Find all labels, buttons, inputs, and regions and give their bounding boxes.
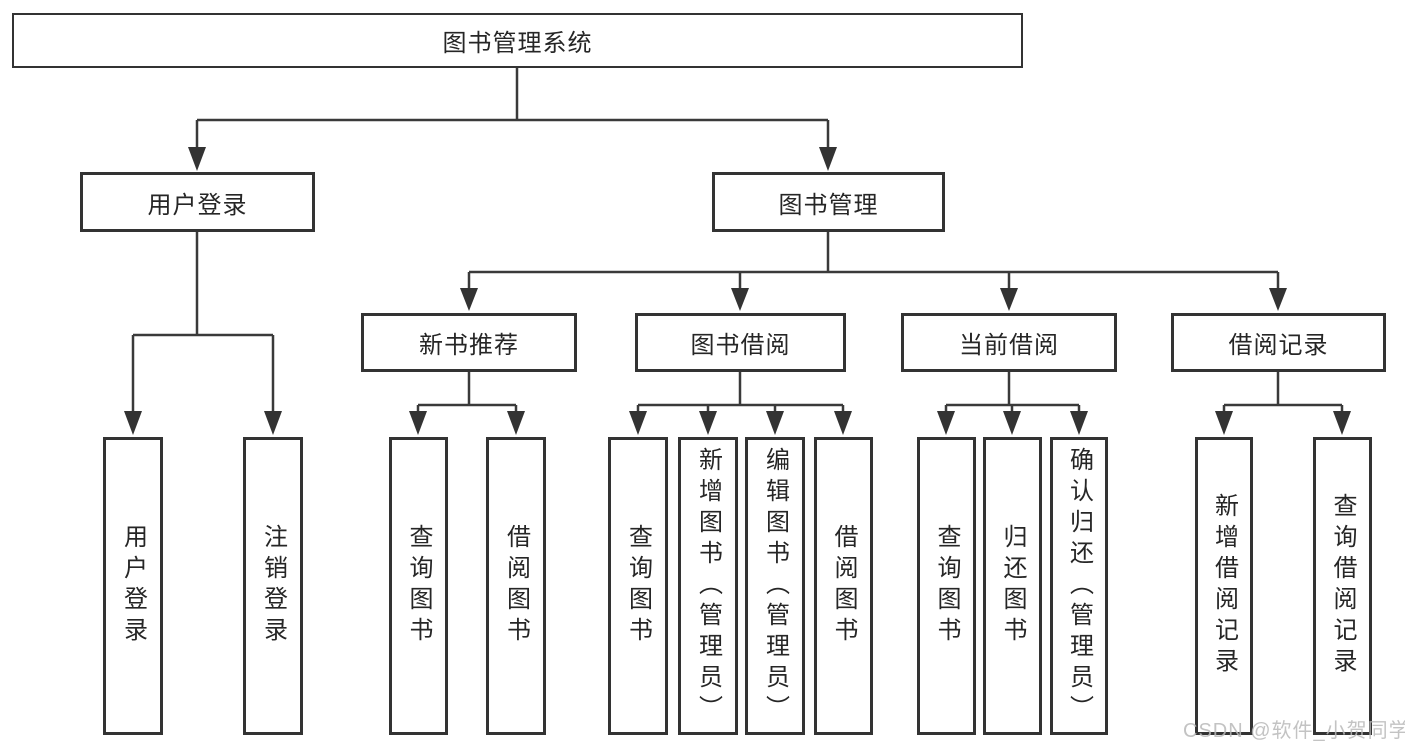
arrowhead: [188, 147, 206, 171]
arrowhead: [1003, 411, 1021, 435]
leaf-borrow-books: 借阅图书: [814, 437, 873, 735]
connector-user-login-children: [124, 232, 282, 435]
arrowhead: [124, 411, 142, 435]
csdn-watermark: CSDN @软件_小贺同学: [1183, 720, 1405, 742]
node-borrowing-records: 借阅记录: [1171, 313, 1386, 372]
node-new-book-recommend: 新书推荐: [361, 313, 577, 372]
arrowhead: [409, 411, 427, 435]
node-user-login: 用户登录: [80, 172, 315, 232]
node-label: 查询图书: [405, 524, 432, 648]
node-label: 用户登录: [119, 524, 147, 648]
leaf-return-books: 归还图书: [983, 437, 1042, 735]
leaf-confirm-return-admin: 确认归还（管理员）: [1050, 437, 1108, 735]
node-label: 借阅图书: [502, 524, 530, 648]
arrowhead: [1215, 411, 1233, 435]
node-label: 新增借阅记录: [1210, 493, 1238, 679]
arrowhead: [1000, 288, 1018, 311]
arrowhead: [1070, 411, 1088, 435]
leaf-add-book-admin: 新增图书（管理员）: [678, 437, 738, 735]
connector-root-to-level2: [188, 68, 837, 171]
node-label: 图书借阅: [690, 332, 791, 359]
arrowhead: [937, 411, 955, 435]
node-label: 归还图书: [999, 524, 1026, 648]
node-label: 确认归还（管理员）: [1065, 446, 1093, 726]
arrowhead: [819, 147, 837, 171]
connector-borrow-records-children: [1215, 372, 1351, 435]
leaf-query-books-borrow: 查询图书: [608, 437, 668, 735]
node-label: 编辑图书（管理员）: [761, 446, 789, 726]
node-label: 新书推荐: [419, 332, 519, 359]
arrowhead: [834, 411, 852, 435]
arrowhead: [699, 411, 717, 435]
leaf-borrow-books-recommend: 借阅图书: [486, 437, 546, 735]
node-current-borrowing: 当前借阅: [901, 313, 1117, 372]
connector-book-management-children: [460, 232, 1287, 311]
node-library-management-system: 图书管理系统: [12, 13, 1023, 68]
arrowhead: [629, 411, 647, 435]
node-label: 借阅图书: [830, 524, 857, 648]
node-label: 查询图书: [933, 524, 960, 648]
node-label: 查询图书: [624, 524, 652, 648]
arrowhead: [766, 411, 784, 435]
leaf-add-borrow-record: 新增借阅记录: [1195, 437, 1253, 735]
node-book-borrowing: 图书借阅: [635, 313, 846, 372]
node-label: 图书管理系统: [442, 30, 593, 57]
leaf-edit-book-admin: 编辑图书（管理员）: [745, 437, 805, 735]
arrowhead: [507, 411, 525, 435]
arrowhead: [264, 411, 282, 435]
node-label: 用户登录: [147, 191, 248, 219]
node-book-management: 图书管理: [712, 172, 945, 232]
arrowhead: [1269, 288, 1287, 311]
node-label: 新增图书（管理员）: [694, 446, 722, 726]
arrowhead: [731, 288, 749, 311]
node-label: 当前借阅: [959, 332, 1059, 359]
connector-book-borrow-children: [629, 372, 852, 435]
node-label: 借阅记录: [1228, 332, 1329, 359]
leaf-logout: 注销登录: [243, 437, 303, 735]
node-label: 查询借阅记录: [1329, 493, 1356, 679]
leaf-query-books-recommend: 查询图书: [389, 437, 448, 735]
node-label: 图书管理: [778, 191, 879, 219]
leaf-query-borrow-record: 查询借阅记录: [1313, 437, 1372, 735]
connector-new-books-children: [409, 372, 525, 435]
connector-current-borrow-children: [937, 372, 1088, 435]
node-label: 注销登录: [259, 524, 287, 648]
arrowhead: [1333, 411, 1351, 435]
leaf-user-login: 用户登录: [103, 437, 163, 735]
leaf-query-books-current: 查询图书: [917, 437, 976, 735]
arrowhead: [460, 288, 478, 311]
